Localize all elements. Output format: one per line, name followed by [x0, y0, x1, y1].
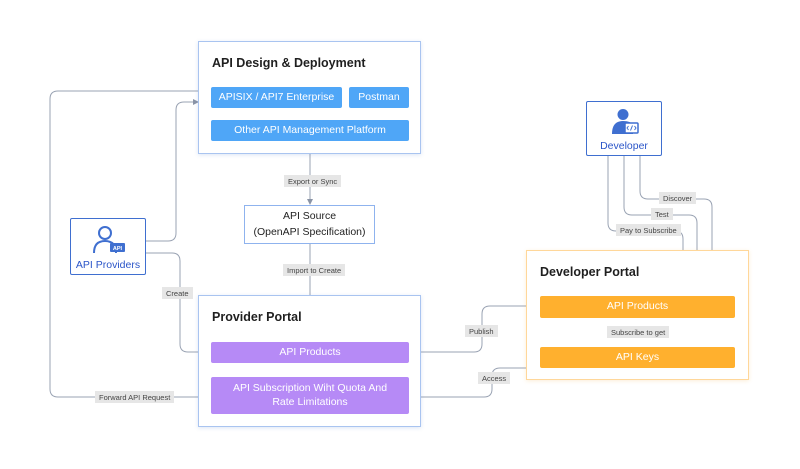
svg-text:API: API — [113, 246, 123, 252]
api-keys-chip[interactable]: API Keys — [540, 347, 735, 368]
publish-label: Publish — [465, 325, 498, 337]
forward-request-label: Forward API Request — [95, 391, 175, 403]
edge-create — [146, 252, 209, 355]
api-providers-label: API Providers — [75, 259, 141, 271]
subscribe-get-label: Subscribe to get — [607, 326, 670, 338]
import-create-label: Import to Create — [283, 264, 346, 276]
provider-portal-group: Provider Portal API Products API Subscri… — [198, 295, 421, 427]
developer-portal-group: Developer Portal API Products API Keys — [526, 250, 749, 380]
api-provider-person-icon: API — [91, 224, 127, 254]
developer-actor[interactable]: Developer — [586, 101, 662, 156]
other-platform-chip[interactable]: Other API Management Platform — [211, 120, 409, 141]
edge-providers-design — [146, 99, 199, 242]
discover-label: Discover — [659, 192, 697, 204]
edge-access — [409, 367, 540, 400]
design-group-title: API Design & Deployment — [212, 56, 366, 70]
pay-subscribe-label: Pay to Subscribe — [616, 224, 681, 236]
provider-api-products-chip[interactable]: API Products — [211, 342, 409, 363]
api-providers-actor[interactable]: API API Providers — [70, 218, 146, 275]
design-deployment-group: API Design & Deployment APISIX / API7 En… — [198, 41, 421, 154]
export-sync-label: Export or Sync — [284, 175, 342, 187]
developer-label: Developer — [600, 140, 648, 152]
postman-chip[interactable]: Postman — [349, 87, 409, 108]
provider-portal-title: Provider Portal — [212, 310, 302, 324]
edge-forward — [49, 88, 212, 398]
api-source-line1: API Source — [282, 209, 337, 222]
api-source-box[interactable]: API Source (OpenAPI Specification) — [244, 205, 375, 244]
developer-portal-title: Developer Portal — [540, 265, 640, 279]
developer-code-person-icon — [611, 108, 639, 134]
test-label: Test — [651, 208, 673, 220]
api-subscription-chip[interactable]: API Subscription Wiht Quota And Rate Lim… — [211, 377, 409, 414]
developer-api-products-chip[interactable]: API Products — [540, 296, 735, 318]
apisix-api7-chip[interactable]: APISIX / API7 Enterprise — [211, 87, 342, 108]
api-source-line2: (OpenAPI Specification) — [253, 225, 366, 238]
access-label: Access — [478, 372, 511, 384]
create-label: Create — [162, 287, 193, 299]
